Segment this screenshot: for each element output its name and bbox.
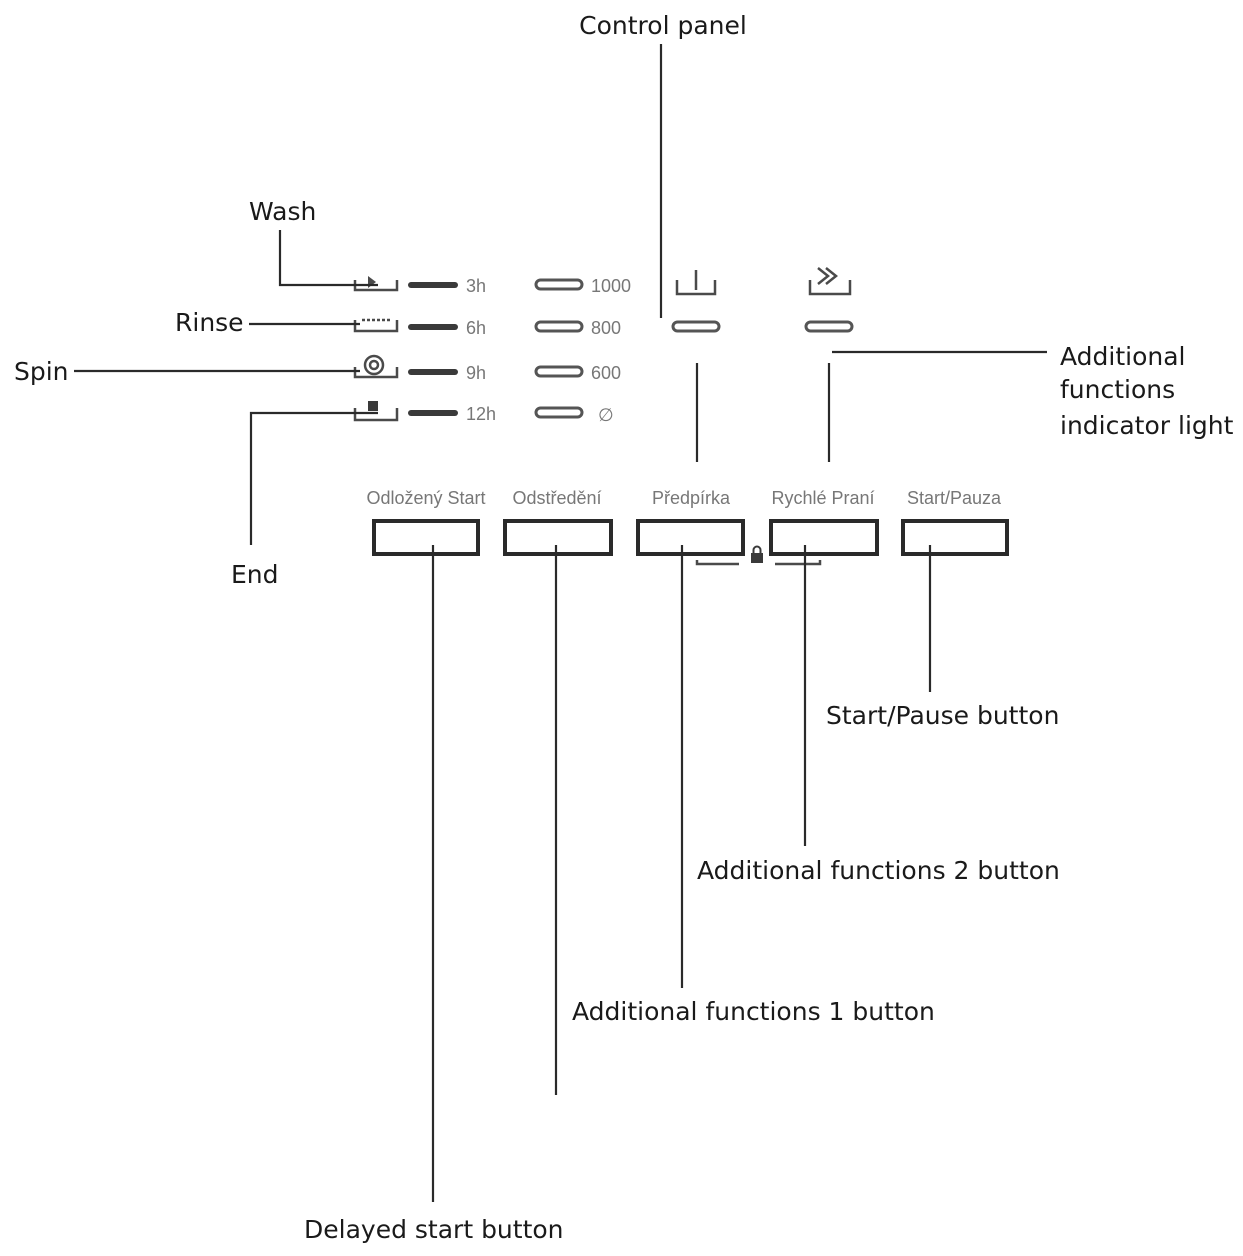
delay-led-9h xyxy=(408,369,458,375)
spin-led-600 xyxy=(534,365,584,378)
quick-wash-indicator-led xyxy=(804,320,854,333)
spin-label-none: ∅ xyxy=(598,405,614,425)
delay-led-6h xyxy=(408,324,458,330)
panel-label-start-pause: Start/Pauza xyxy=(907,488,1002,508)
spin-label-800: 800 xyxy=(591,318,621,338)
leader-end xyxy=(249,411,378,545)
delay-label-3h: 3h xyxy=(466,276,486,296)
callout-additional-1: Additional functions 1 button xyxy=(572,997,935,1026)
spin-label-600: 600 xyxy=(591,363,621,383)
callout-delayed-start: Delayed start button xyxy=(304,1215,564,1244)
callout-indicator-light-2: functions xyxy=(1060,375,1175,404)
leader-wash xyxy=(278,230,378,287)
panel-label-prewash: Předpírka xyxy=(652,488,731,508)
callout-spin: Spin xyxy=(14,357,69,386)
spin-led-800 xyxy=(534,320,584,333)
spin-label-1000: 1000 xyxy=(591,276,631,296)
lock-icon xyxy=(751,545,763,563)
diagram-title: Control panel xyxy=(579,11,747,40)
callout-start-pause: Start/Pause button xyxy=(826,701,1059,730)
panel-label-delayed-start: Odložený Start xyxy=(366,488,485,508)
spin-led-1000 xyxy=(534,278,584,291)
spin-icon xyxy=(353,354,399,379)
additional-functions-2-button[interactable] xyxy=(769,519,879,556)
quick-wash-icon xyxy=(808,267,852,296)
delay-label-6h: 6h xyxy=(466,318,486,338)
start-pause-button[interactable] xyxy=(901,519,1009,556)
spin-speed-button[interactable] xyxy=(503,519,613,556)
delayed-start-button[interactable] xyxy=(372,519,480,556)
delay-led-3h xyxy=(408,282,458,288)
delay-label-9h: 9h xyxy=(466,363,486,383)
wash-icon xyxy=(353,276,399,292)
panel-label-quick-wash: Rychlé Praní xyxy=(771,488,874,508)
delay-led-12h xyxy=(408,410,458,416)
prewash-icon xyxy=(675,270,717,296)
spin-speed-leds xyxy=(534,278,584,419)
rinse-icon xyxy=(353,318,399,333)
prewash-indicator-led xyxy=(671,320,721,333)
child-lock-bracket xyxy=(695,560,822,566)
callout-rinse: Rinse xyxy=(175,308,244,337)
end-icon xyxy=(353,401,399,422)
callout-additional-2: Additional functions 2 button xyxy=(697,856,1060,885)
spin-led-none xyxy=(534,406,584,419)
additional-functions-1-button[interactable] xyxy=(636,519,745,556)
delay-led-bars xyxy=(408,282,458,416)
callout-indicator-light-3: indicator light xyxy=(1060,411,1234,440)
callout-end: End xyxy=(231,560,279,589)
callout-wash: Wash xyxy=(249,197,316,226)
callout-indicator-light-1: Additional xyxy=(1060,342,1186,371)
stage-icons-column xyxy=(353,276,399,422)
panel-label-spin: Odstředění xyxy=(512,488,601,508)
delay-label-12h: 12h xyxy=(466,404,496,424)
